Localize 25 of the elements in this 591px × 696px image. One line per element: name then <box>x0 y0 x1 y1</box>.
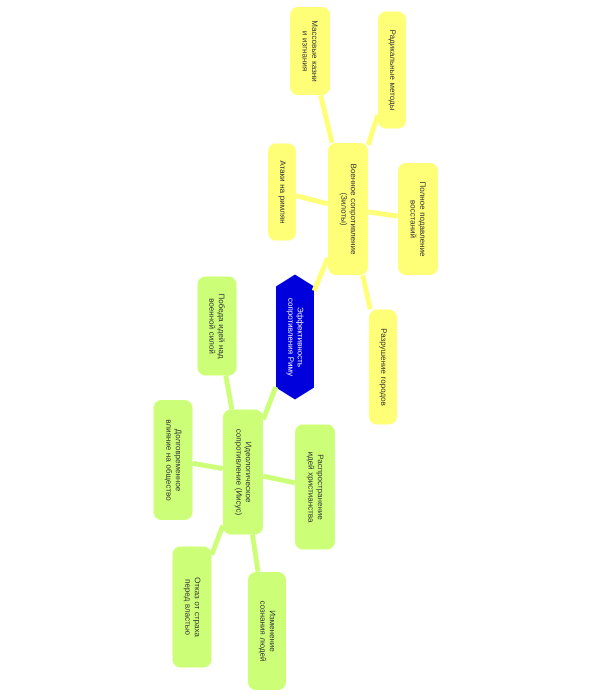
connector-line <box>250 534 261 572</box>
connector-line <box>223 375 234 410</box>
leaf-box: Радикальные методы <box>378 12 406 128</box>
branch-box: Идеологическое сопротивление (Иисус) <box>223 410 263 534</box>
central-hexagon: Эффективность сопротивления Риму <box>276 274 314 400</box>
connector-line <box>360 274 373 310</box>
connector-line <box>312 256 330 292</box>
leaf-box: Победа идей над военной силой <box>198 276 236 376</box>
connector-line <box>366 114 380 146</box>
connector-line <box>318 94 335 144</box>
leaf-box: Атаки на римлян <box>268 144 296 240</box>
leaf-box: Долговременное влияние на общество <box>154 400 192 520</box>
connector-line <box>368 209 398 219</box>
connector-line <box>192 460 224 471</box>
connector-line <box>262 474 296 486</box>
leaf-box: Массовые казни и изгнания <box>290 7 330 95</box>
leaf-box: Отказ от страха перед властью <box>172 546 212 668</box>
leaf-box: Изменение сознания людей <box>248 572 286 690</box>
connector-line <box>296 193 328 206</box>
leaf-box: Разрушение городов <box>369 310 397 424</box>
branch-box: Военное сопротивление (Зилоты) <box>328 143 368 275</box>
leaf-box: Распространение идей христианства <box>295 424 335 550</box>
connector-line <box>209 524 226 556</box>
connector-line <box>260 386 278 420</box>
leaf-box: Полное подавление восстаний <box>398 163 438 275</box>
